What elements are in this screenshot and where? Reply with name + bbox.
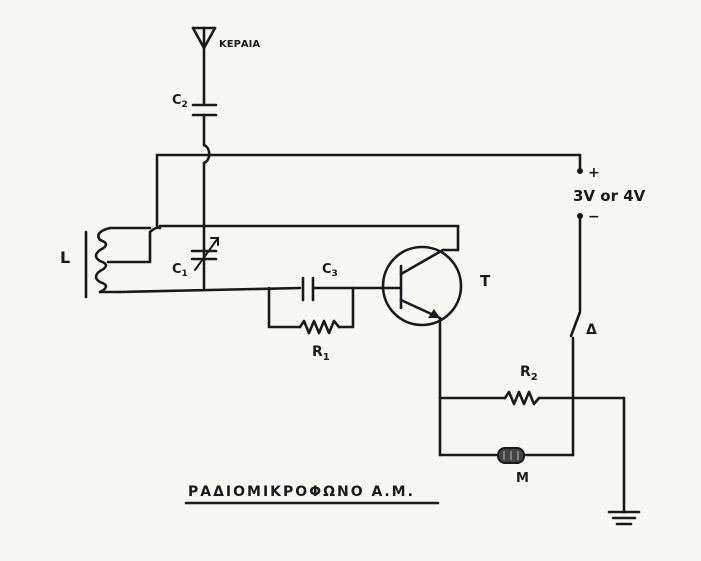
- r2-label: R2: [520, 364, 538, 383]
- capacitor-c2: [191, 103, 218, 290]
- variable-capacitor-c1: [190, 237, 219, 271]
- capacitor-c3: [301, 276, 390, 302]
- minus-label: −: [588, 209, 600, 225]
- ground-symbol: [607, 396, 641, 526]
- inductor-l: [84, 226, 152, 299]
- inductor-label: L: [60, 248, 70, 267]
- c2-label: C2: [172, 93, 188, 110]
- microphone-m: [497, 447, 525, 464]
- plus-label: +: [588, 165, 600, 181]
- resistor-r1: [267, 286, 355, 335]
- switch-label: Δ: [586, 322, 597, 338]
- resistor-r2: [503, 390, 541, 406]
- diagram-title: ΡΑΔΙΟΜΙΚΡΟΦΩΝΟ Α.Μ.: [188, 484, 415, 500]
- base-wire: [118, 286, 302, 294]
- battery-label: 3V or 4V: [573, 187, 646, 205]
- microphone-label: M: [516, 471, 529, 486]
- switch-delta[interactable]: [569, 217, 582, 400]
- c1-label: C1: [172, 262, 188, 279]
- positive-terminal: [577, 168, 583, 174]
- negative-terminal: [577, 213, 583, 219]
- antenna-symbol: [191, 26, 217, 105]
- r1-label: R1: [312, 344, 330, 363]
- transistor-label: T: [480, 272, 491, 290]
- c3-label: C3: [322, 262, 338, 279]
- antenna-label: ΚΕΡΑΙΑ: [219, 39, 260, 50]
- transistor-t: [381, 245, 463, 400]
